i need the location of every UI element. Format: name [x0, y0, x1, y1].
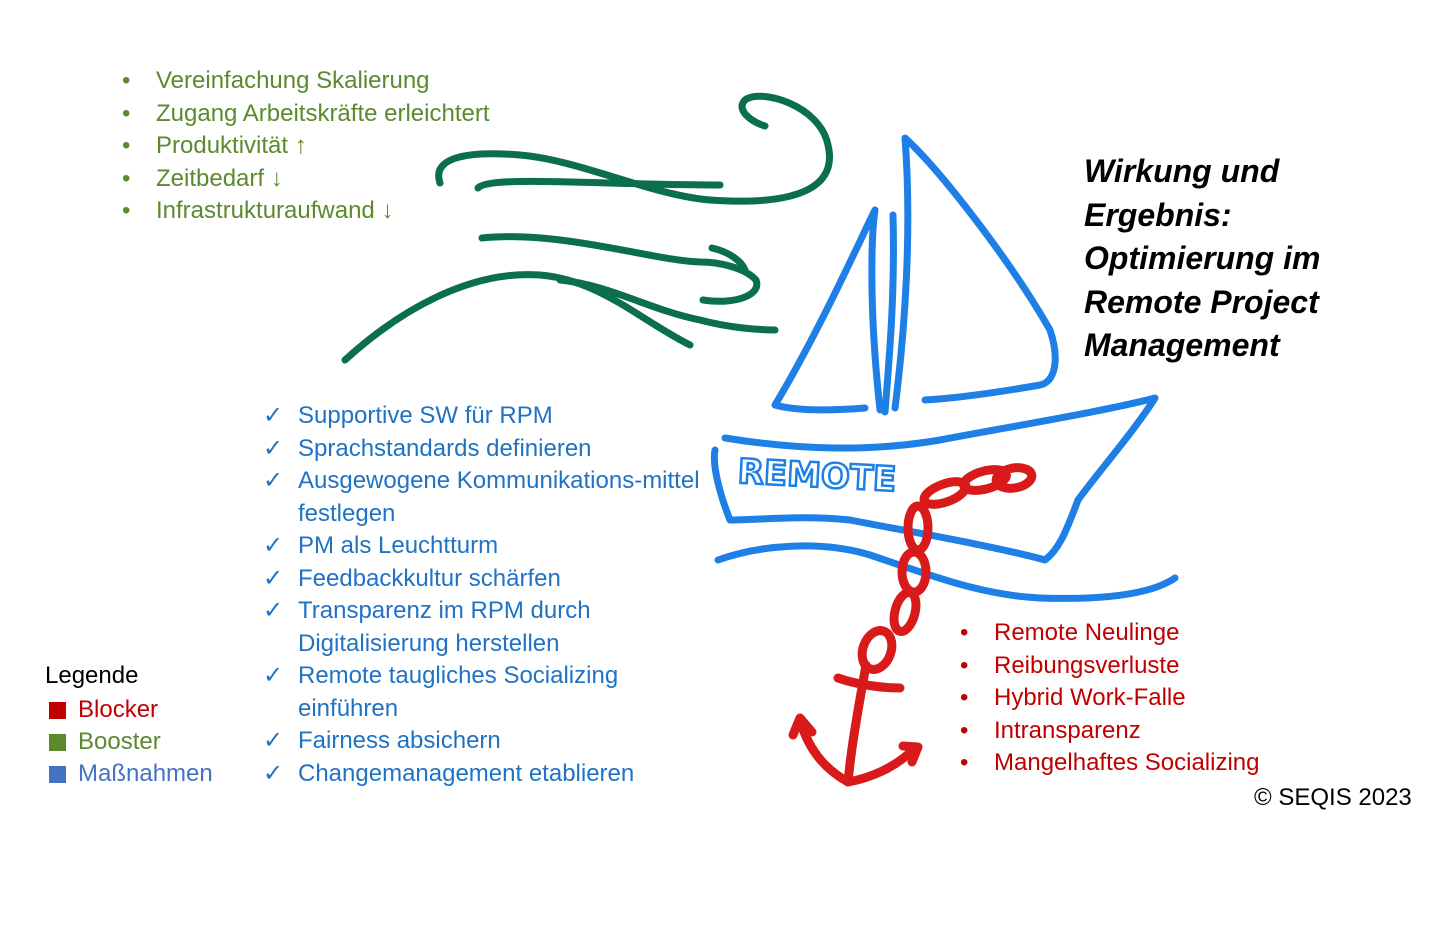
check-icon: ✓ — [263, 597, 284, 624]
check-icon: ✓ — [263, 467, 284, 494]
list-item: ✓PM als Leuchtturm — [263, 530, 703, 563]
list-item: ✓Remote taugliches Socializing einführen — [263, 662, 619, 722]
check-icon: ✓ — [263, 727, 284, 754]
blocker-list: •Remote Neulinge •Reibungsverluste •Hybr… — [960, 617, 1260, 780]
list-item: •Infrastrukturaufwand ↓ — [122, 197, 394, 224]
background-circle — [157, 0, 1337, 930]
check-icon: ✓ — [263, 532, 284, 559]
list-item: •Intransparenz — [960, 716, 1141, 744]
list-item: ✓Sprachstandards definieren — [263, 433, 703, 466]
list-item: ✓Transparenz im RPM durch Digitalisierun… — [263, 597, 591, 657]
list-item: ✓Supportive SW für RPM — [263, 400, 703, 433]
list-item: ✓Fairness absichern — [263, 725, 703, 758]
legend-swatch — [49, 702, 66, 719]
copyright: © SEQIS 2023 — [1254, 784, 1412, 811]
legend-item-booster: Booster — [45, 726, 213, 758]
list-item: •Zeitbedarf ↓ — [122, 164, 283, 192]
list-item: •Vereinfachung Skalierung — [122, 67, 430, 94]
legend-item-massnahmen: Maßnahmen — [45, 758, 213, 790]
list-item: •Zugang Arbeitskräfte erleichtert — [122, 99, 490, 127]
legend-swatch — [49, 734, 66, 751]
illustration: REMOTE — [341, 92, 1179, 787]
chain-anchor-icon — [788, 463, 1037, 787]
measures-list: ✓Supportive SW für RPM ✓Sprachstandards … — [263, 400, 703, 790]
list-item: •Remote Neulinge — [960, 619, 1180, 646]
list-item: ✓Feedbackkultur schärfen — [263, 563, 703, 596]
legend-swatch — [49, 766, 66, 783]
sailboat-icon — [710, 134, 1179, 602]
check-icon: ✓ — [263, 662, 284, 689]
legend: Legende Blocker Booster Maßnahmen — [45, 660, 213, 790]
list-item: ✓Changemanagement etablieren — [263, 758, 703, 791]
list-item: ✓Ausgewogene Kommunikations-mittel festl… — [263, 467, 700, 527]
booster-list: •Vereinfachung Skalierung •Zugang Arbeit… — [122, 65, 490, 228]
list-item: •Mangelhaftes Socializing — [960, 749, 1260, 776]
legend-item-blocker: Blocker — [45, 694, 213, 726]
check-icon: ✓ — [263, 564, 284, 592]
headline: Wirkung und Ergebnis: Optimierung im Rem… — [1084, 153, 1321, 363]
check-icon: ✓ — [263, 434, 284, 462]
boat-label: REMOTE — [737, 452, 897, 500]
wind-icon — [341, 92, 833, 364]
list-item: •Hybrid Work-Falle — [960, 684, 1186, 711]
list-item: •Reibungsverluste — [960, 651, 1180, 679]
check-icon: ✓ — [263, 759, 284, 787]
legend-title: Legende — [45, 662, 139, 689]
list-item: •Produktivität ↑ — [122, 132, 307, 159]
check-icon: ✓ — [263, 402, 284, 429]
